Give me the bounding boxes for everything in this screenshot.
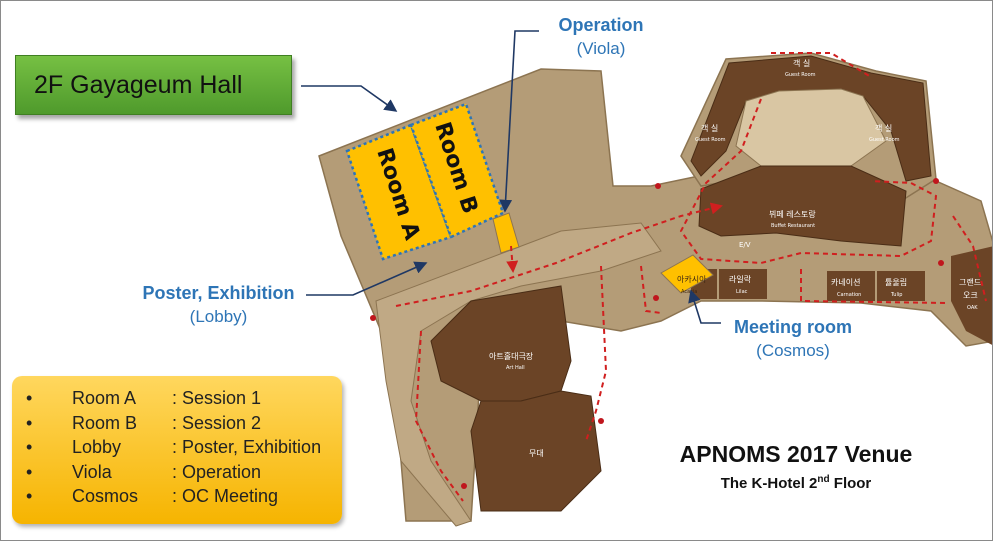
lilac-en: Lilac xyxy=(736,289,748,295)
guest-room-top-kr: 객 실 xyxy=(793,58,810,68)
legend-row: • Room B : Session 2 xyxy=(26,413,342,438)
grand-kr2: 오크 xyxy=(963,291,978,300)
poster-title: Poster, Exhibition xyxy=(142,283,295,303)
ev-label: E/V xyxy=(739,241,751,249)
hall-banner: 2F Gayageum Hall xyxy=(15,55,292,115)
guest-room-left-kr: 객 실 xyxy=(701,123,718,133)
legend-name: Lobby xyxy=(72,437,122,457)
guest-room-left-en: Guest Room xyxy=(695,137,726,143)
meeting-sub: (Cosmos) xyxy=(756,341,830,360)
acacia-en: Acacia xyxy=(681,289,697,295)
legend-row: • Room A : Session 1 xyxy=(26,388,342,413)
venue-subtitle: The K-Hotel 2nd Floor xyxy=(641,474,951,492)
legend-box: • Room A : Session 1 • Room B : Session … xyxy=(12,376,342,524)
art-hall xyxy=(430,285,602,512)
legend-desc: : Operation xyxy=(172,461,262,482)
emergency-markers xyxy=(370,178,944,489)
legend-row: • Cosmos : OC Meeting xyxy=(26,486,342,511)
legend-row: • Lobby : Poster, Exhibition xyxy=(26,437,342,462)
guest-room-right-kr: 객 실 xyxy=(875,123,892,133)
bullet-icon: • xyxy=(26,388,33,408)
operation-sub: (Viola) xyxy=(576,39,626,58)
art-hall-en: Art Hall xyxy=(506,365,525,371)
tulip-kr: 튤울립 xyxy=(885,278,907,287)
buffet-en: Buffet Restaurant xyxy=(771,223,815,229)
bullet-icon: • xyxy=(26,461,33,482)
guest-room-right-en: Guest Room xyxy=(869,137,900,143)
guest-rooms xyxy=(690,55,932,247)
guest-room-top-en: Guest Room xyxy=(785,72,816,78)
bullet-icon: • xyxy=(26,437,33,457)
operation-label: Operation (Viola) xyxy=(541,15,661,59)
tulip-en: Tulip xyxy=(890,292,902,298)
legend-name: Viola xyxy=(72,461,112,482)
legend-name: Room B xyxy=(72,412,138,433)
venue-subtitle-text: The K-Hotel 2 xyxy=(720,475,818,492)
legend-desc: : OC Meeting xyxy=(172,486,279,506)
annotation-arrows xyxy=(301,30,721,324)
bullet-icon: • xyxy=(26,486,33,506)
bullet-icon: • xyxy=(26,412,33,433)
buffet-kr: 뷔페 레스토랑 xyxy=(769,209,816,219)
grand-kr: 그랜드 xyxy=(959,277,981,287)
meeting-label: Meeting room (Cosmos) xyxy=(723,317,863,361)
venue-subtitle-sup: nd xyxy=(817,474,830,485)
lilac-kr: 라일락 xyxy=(729,274,752,284)
legend-desc: : Session 2 xyxy=(172,412,262,433)
legend-name: Cosmos xyxy=(72,486,139,506)
stage-kr: 무대 xyxy=(529,449,544,458)
art-hall-kr: 아트홀대극장 xyxy=(489,351,534,361)
poster-sub: (Lobby) xyxy=(189,307,248,326)
acacia-kr: 아카시아 xyxy=(677,274,707,284)
legend-desc: : Poster, Exhibition xyxy=(172,437,322,457)
carnation-en: Carnation xyxy=(837,292,861,298)
poster-label: Poster, Exhibition (Lobby) xyxy=(131,283,306,327)
grand-en: OAK xyxy=(967,305,978,311)
rooms-highlight xyxy=(345,102,714,294)
legend-row: • Viola : Operation xyxy=(26,462,342,487)
operation-title: Operation xyxy=(558,15,644,35)
venue-title: APNOMS 2017 Venue xyxy=(679,441,913,467)
carnation-kr: 카네이션 xyxy=(831,277,860,287)
evacuation-routes xyxy=(395,52,987,502)
legend-desc: : Session 1 xyxy=(172,388,262,408)
legend-name: Room A xyxy=(72,388,137,408)
meeting-title: Meeting room xyxy=(733,317,852,337)
venue-subtitle-suffix: Floor xyxy=(829,475,872,492)
